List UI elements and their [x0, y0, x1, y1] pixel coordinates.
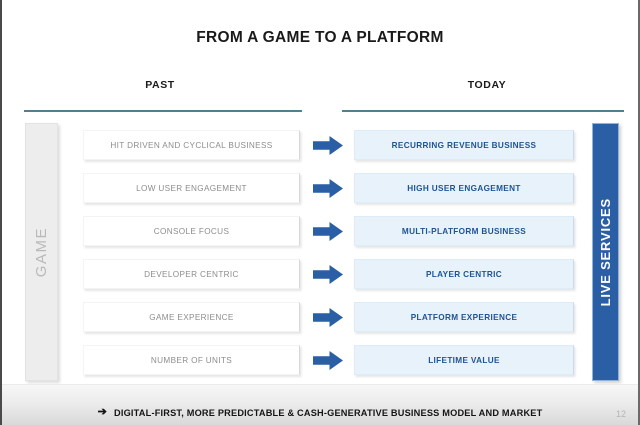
footer-band: ➔ DIGITAL-FIRST, MORE PREDICTABLE & CASH…: [2, 384, 638, 425]
today-card[interactable]: LIFETIME VALUE: [354, 345, 574, 375]
past-card[interactable]: GAME EXPERIENCE: [83, 302, 300, 332]
today-card[interactable]: MULTI-PLATFORM BUSINESS: [354, 216, 574, 246]
right-arrow-icon: [313, 308, 343, 327]
column-header-past: PAST: [145, 79, 175, 91]
right-arrow-icon: [313, 265, 343, 284]
column-header-today: TODAY: [467, 79, 507, 91]
today-card[interactable]: RECURRING REVENUE BUSINESS: [354, 130, 574, 160]
right-arrow-icon: [313, 136, 343, 155]
side-bar-game: GAME: [25, 123, 58, 381]
side-bar-live-services: LIVE SERVICES: [592, 123, 619, 381]
comparison-row: DEVELOPER CENTRIC PLAYER CENTRIC: [2, 256, 638, 299]
past-card[interactable]: LOW USER ENGAGEMENT: [83, 173, 300, 203]
divider-past: [24, 110, 302, 112]
divider-today: [342, 110, 624, 112]
past-card[interactable]: HIT DRIVEN AND CYCLICAL BUSINESS: [83, 130, 300, 160]
past-card[interactable]: NUMBER OF UNITS: [83, 345, 300, 375]
footer-statement: ➔ DIGITAL-FIRST, MORE PREDICTABLE & CASH…: [2, 407, 638, 418]
today-card[interactable]: PLATFORM EXPERIENCE: [354, 302, 574, 332]
comparison-row: LOW USER ENGAGEMENT HIGH USER ENGAGEMENT: [2, 170, 638, 213]
comparison-row: GAME EXPERIENCE PLATFORM EXPERIENCE: [2, 299, 638, 342]
right-arrow-icon: [313, 351, 343, 370]
right-arrow-icon: ➔: [97, 406, 107, 418]
past-card[interactable]: CONSOLE FOCUS: [83, 216, 300, 246]
comparison-row: CONSOLE FOCUS MULTI-PLATFORM BUSINESS: [2, 213, 638, 256]
comparison-row: NUMBER OF UNITS LIFETIME VALUE: [2, 342, 638, 385]
today-card[interactable]: HIGH USER ENGAGEMENT: [354, 173, 574, 203]
page-title: FROM A GAME TO A PLATFORM: [196, 29, 444, 46]
comparison-row: HIT DRIVEN AND CYCLICAL BUSINESS RECURRIN…: [2, 127, 638, 170]
comparison-rows: HIT DRIVEN AND CYCLICAL BUSINESS RECURRIN…: [2, 127, 638, 385]
right-arrow-icon: [313, 179, 343, 198]
past-card[interactable]: DEVELOPER CENTRIC: [83, 259, 300, 289]
page-number: 12: [615, 409, 626, 419]
today-card[interactable]: PLAYER CENTRIC: [354, 259, 574, 289]
footer-statement-text: DIGITAL-FIRST, MORE PREDICTABLE & CASH-G…: [113, 407, 543, 418]
right-arrow-icon: [313, 222, 343, 241]
